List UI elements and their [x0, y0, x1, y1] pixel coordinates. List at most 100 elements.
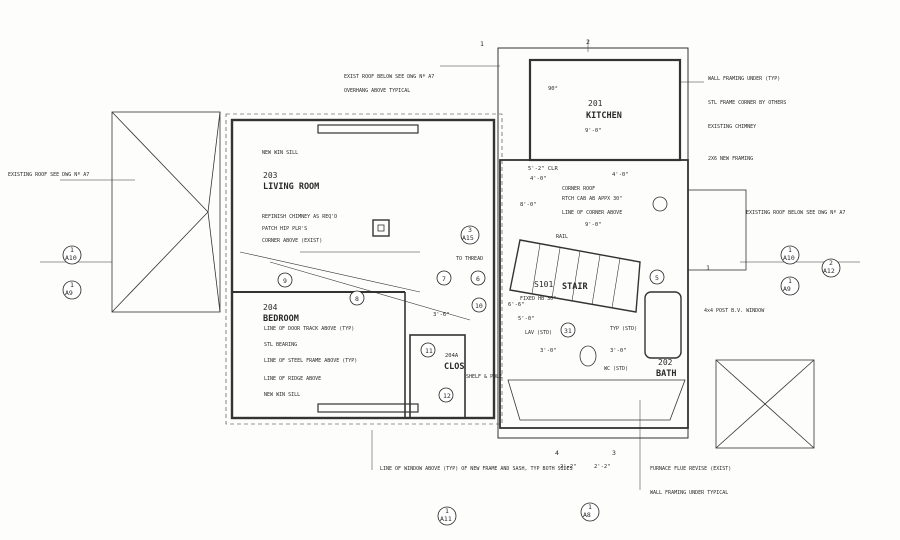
dim-label: 6'-6": [508, 302, 525, 308]
grid-tag-right-mid: 1: [706, 264, 710, 272]
detail-tag: 9: [283, 277, 287, 285]
dim-label: 4'-0": [530, 176, 547, 182]
room-name-living: LIVING ROOM: [263, 182, 319, 192]
detail-tag: 10: [475, 302, 483, 310]
detail-tag: 5: [655, 274, 659, 282]
note-line-ridge: LINE OF RIDGE ABOVE: [264, 376, 321, 382]
east-rooms-walls: [499, 159, 689, 429]
note-to-thread: TO THREAD: [456, 256, 483, 262]
toilet: [579, 345, 597, 367]
kitchen-sink: [652, 196, 668, 212]
note-exist-roof-right: EXISTING ROOF BELOW SEE DWG Nº A7: [746, 210, 845, 216]
detail-tag: 4: [555, 449, 559, 457]
note-refinish: REFINISH CHIMNEY AS REQ'D: [262, 214, 337, 220]
dim-label: 2'-2": [594, 464, 611, 470]
kitchen-walls: [528, 58, 682, 162]
section-ref-num: 1: [70, 281, 74, 289]
labels: 201 KITCHEN 203 LIVING ROOM 204 BEDROOM …: [8, 38, 845, 523]
note-exist-roof-left: EXISTING ROOF SEE DWG Nº A7: [8, 172, 89, 178]
room-number-living: 203: [263, 171, 278, 180]
grid-tag-top: 2: [586, 38, 590, 46]
note-typ-std: TYP (STD): [610, 326, 637, 332]
room-name-stair: STAIR: [562, 282, 588, 292]
note-lav: LAV (STD): [525, 330, 552, 336]
section-ref-sheet: A9: [65, 289, 73, 297]
note-furnace-flue: FURNACE FLUE REVISE (EXIST): [650, 466, 731, 472]
note-stl-bearing: STL BEARING: [264, 342, 297, 348]
dim-label: 3'-0": [610, 348, 627, 354]
detail-tag: 31: [564, 327, 572, 335]
room-number-bedroom: 204: [263, 303, 278, 312]
note-post: 4x4 POST B.V. WINDOW: [704, 308, 765, 314]
note-overhang: OVERHANG ABOVE TYPICAL: [344, 88, 410, 94]
section-ref-num: 3: [468, 226, 472, 234]
section-ref-sheet: A11: [440, 515, 452, 523]
room-name-bedroom: BEDROOM: [263, 314, 299, 324]
left-existing-roof: [111, 111, 221, 313]
note-exist-roof-top: EXIST ROOF BELOW SEE DWG Nº A7: [344, 74, 434, 80]
note-wall-framing-typ: WALL FRAMING UNDER TYPICAL: [650, 490, 728, 496]
dim-label: 4'-0": [612, 172, 629, 178]
note-new-sill-bot: NEW WIN SILL: [264, 392, 300, 398]
note-new-framing: 2X6 NEW FRAMING: [708, 156, 753, 162]
note-line-door: LINE OF DOOR TRACK ABOVE (TYP): [264, 326, 354, 332]
section-ref-num: 1: [445, 507, 449, 515]
room-name-kitchen: KITCHEN: [586, 111, 622, 121]
note-new-sill-top: NEW WIN SILL: [262, 150, 298, 156]
section-ref-num: 1: [788, 277, 792, 285]
note-rtch-cab: RTCH CAB AB APPX 30": [562, 196, 622, 202]
main-wall-outline: [230, 118, 496, 420]
grid-tag-left-top: 1: [480, 40, 484, 48]
room-name-bath: BATH: [656, 369, 676, 379]
section-ref-sheet: A15: [462, 234, 474, 242]
dim-label: 3'-0": [540, 348, 557, 354]
note-patch: PATCH HIP PLR'S: [262, 226, 307, 232]
dim-label: 5'-2" CLR: [528, 166, 558, 172]
closet-walls: [409, 334, 466, 419]
room-number-closet: 204A: [445, 353, 459, 359]
room-number-stair: S101: [534, 280, 553, 289]
detail-tag: 12: [443, 392, 451, 400]
detail-tag: 11: [425, 347, 433, 355]
note-rail: RAIL: [556, 234, 568, 240]
bathtub: [644, 291, 682, 359]
section-ref-sheet: A10: [783, 254, 795, 262]
note-line-corner: LINE OF CORNER ABOVE: [562, 210, 622, 216]
note-line-steel: LINE OF STEEL FRAME ABOVE (TYP): [264, 358, 357, 364]
dim-label: 2'-2": [560, 464, 577, 470]
detail-bubbles: [62, 225, 841, 526]
dim-label: 8'-0": [520, 202, 537, 208]
note-wc: WC (STD): [604, 366, 628, 372]
dim-label: 9'-0": [585, 128, 602, 134]
room-number-bath: 202: [658, 358, 673, 367]
note-corner-room: CORNER ROOF: [562, 186, 595, 192]
note-corner-above: CORNER ABOVE (EXIST): [262, 238, 322, 244]
section-ref-num: 1: [588, 503, 592, 511]
section-ref-sheet: A8: [583, 511, 591, 519]
note-stl-frame-corner: STL FRAME CORNER BY OTHERS: [708, 100, 786, 106]
dim-label: 90°: [548, 86, 558, 92]
note-fixed-hb: FIXED HB 30": [520, 296, 556, 302]
section-ref-num: 1: [788, 246, 792, 254]
detail-tag: 8: [355, 295, 359, 303]
note-window-line: LINE OF WINDOW ABOVE (TYP) OF NEW FRAME …: [380, 466, 573, 472]
linework: [40, 40, 860, 490]
dim-label: 3'-6": [433, 312, 450, 318]
room-name-closet: CLOS: [444, 362, 464, 372]
note-shelf: SHELF & POLE: [466, 374, 502, 380]
section-ref-num: 2: [829, 259, 833, 267]
detail-tag: 6: [476, 275, 480, 283]
dim-label: 5'-0": [518, 316, 535, 322]
dim-label: 9'-0": [585, 222, 602, 228]
room-number-kitchen: 201: [588, 99, 603, 108]
right-existing-roof: [715, 359, 815, 449]
section-ref-sheet: A12: [823, 267, 835, 275]
note-existing-chimney: EXISTING CHIMNEY: [708, 124, 756, 130]
chimney: [372, 219, 390, 237]
section-ref-sheet: A9: [783, 285, 791, 293]
section-ref-num: 1: [70, 246, 74, 254]
detail-tag: 7: [442, 275, 446, 283]
detail-tag: 3: [612, 449, 616, 457]
